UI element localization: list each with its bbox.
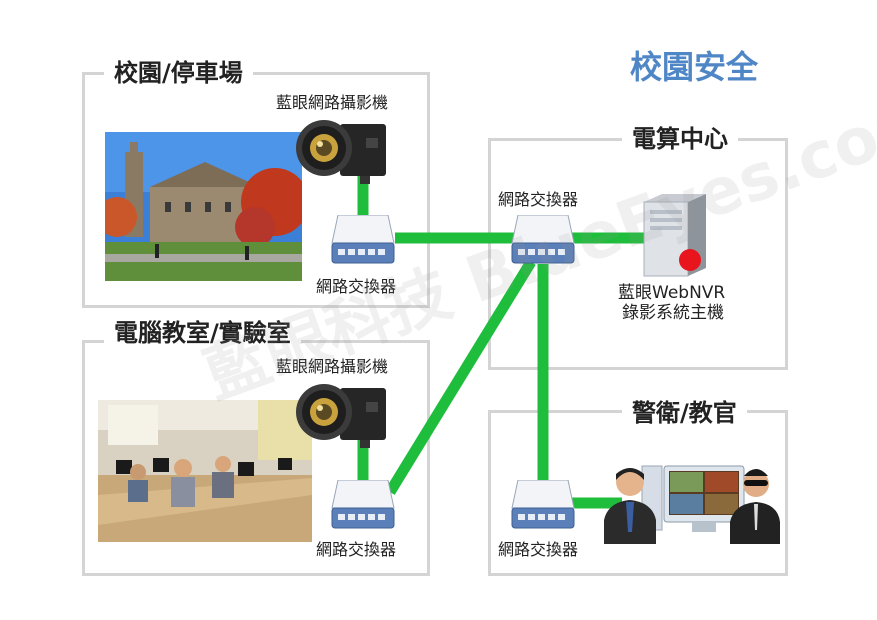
campus-panel (82, 72, 430, 308)
security-switch-label: 網路交換器 (498, 540, 579, 559)
page-title: 校園安全 (630, 48, 759, 86)
ip-camera-icon (290, 118, 388, 184)
lab-section-title: 電腦教室/實驗室 (104, 318, 301, 348)
security-guards-monitor-icon (604, 462, 780, 544)
security-section-title: 警衛/教官 (622, 398, 747, 428)
datacenter-section-title: 電算中心 (622, 124, 738, 154)
nvr-server-icon (640, 192, 710, 278)
ip-camera-icon (290, 382, 388, 448)
network-switch-icon (510, 479, 576, 530)
campus-switch-label: 網路交換器 (316, 277, 397, 296)
lab-camera-label: 藍眼網路攝影機 (276, 357, 389, 376)
network-switch-icon (510, 214, 576, 265)
network-switch-icon (330, 214, 396, 265)
lab-switch-label: 網路交換器 (316, 540, 397, 559)
nvr-label-brand: 藍眼WebNVR (618, 283, 726, 303)
core-switch-label: 網路交換器 (498, 190, 579, 209)
campus-camera-label: 藍眼網路攝影機 (276, 93, 389, 112)
nvr-label-desc: 錄影系統主機 (622, 303, 724, 323)
link-core-lab-switch (385, 259, 536, 495)
lab-photo (98, 400, 312, 542)
network-switch-icon (330, 479, 396, 530)
campus-photo (105, 132, 302, 281)
campus-section-title: 校園/停車場 (104, 58, 253, 88)
